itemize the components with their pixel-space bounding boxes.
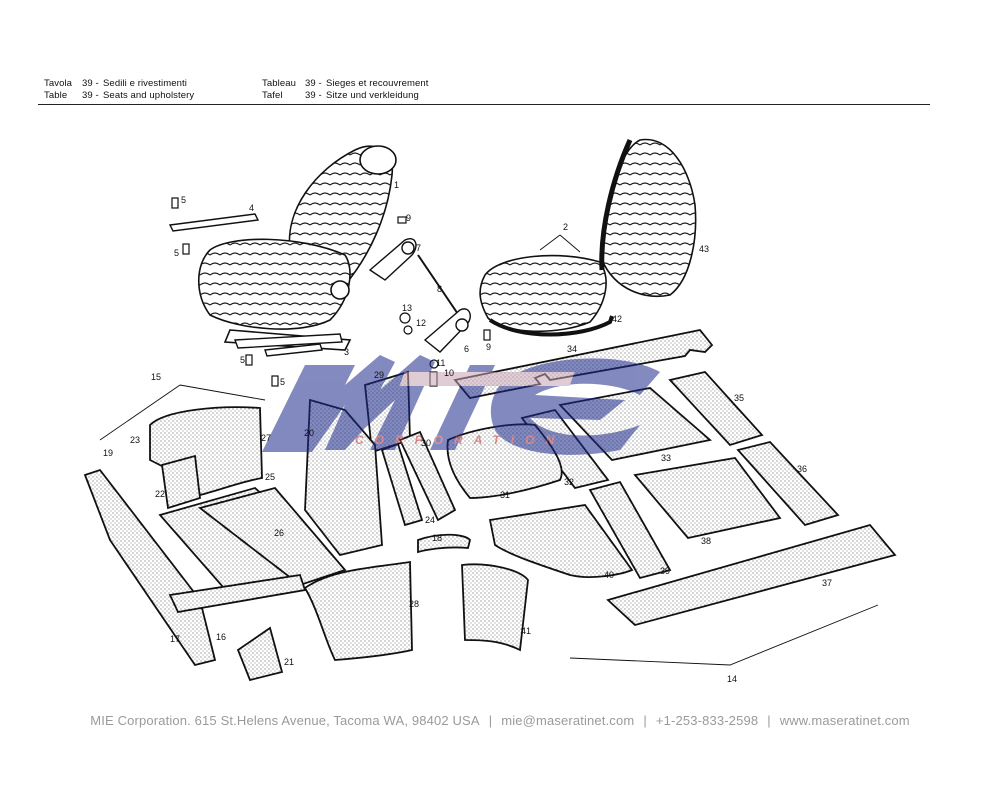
seat-bracket-parts: [368, 238, 471, 353]
part-number-label: 8: [437, 284, 442, 294]
part-number-label: 39: [660, 566, 670, 576]
part-number-label: 32: [564, 477, 574, 487]
seat-cover-cushion: [479, 254, 614, 337]
part-number-label: 13: [402, 303, 412, 313]
header-italian-title: Sedili e rivestimenti: [103, 78, 187, 89]
part-number-label: 9: [406, 213, 411, 223]
part-number-label: 25: [265, 472, 275, 482]
header-english-number: 39 -: [82, 90, 99, 101]
part-number-label: 19: [103, 448, 113, 458]
header-english-title: Seats and upholstery: [103, 90, 195, 101]
carpet-panels: [83, 329, 897, 682]
seat-cover-backrest: [599, 138, 697, 297]
part-number-label: 5: [181, 195, 186, 205]
header-italian-label: Tavola: [44, 78, 73, 89]
part-number-label: 5: [280, 377, 285, 387]
footer-website[interactable]: www.maseratinet.com: [779, 713, 910, 728]
part-number-label: 2: [563, 222, 568, 232]
part-number-label: 34: [567, 344, 577, 354]
part-number-label: 14: [727, 674, 737, 684]
header-italian-number: 39 -: [82, 78, 99, 89]
part-number-label: 12: [416, 318, 426, 328]
part-number-label: 21: [284, 657, 294, 667]
watermark-subtext: CORPORATION: [355, 433, 565, 447]
header-french-number: 39 -: [305, 78, 322, 89]
part-number-label: 36: [797, 464, 807, 474]
mie-watermark: CORPORATION: [262, 355, 660, 455]
footer-contact-bar: MIE Corporation. 615 St.Helens Avenue, T…: [0, 713, 1000, 728]
footer-company-address: MIE Corporation. 615 St.Helens Avenue, T…: [90, 713, 480, 728]
part-number-label: 35: [734, 393, 744, 403]
part-number-label: 15: [151, 372, 161, 382]
footer-phone[interactable]: +1-253-833-2598: [655, 713, 759, 728]
header-french-title: Sieges et recouvrement: [326, 78, 429, 89]
header-german-label: Tafel: [262, 90, 283, 101]
part-number-label: 5: [174, 248, 179, 258]
header-english-label: Table: [44, 90, 68, 101]
part-number-label: 42: [612, 314, 622, 324]
part-number-label: 22: [155, 489, 165, 499]
part-number-label: 26: [274, 528, 284, 538]
part-number-label: 20: [304, 428, 314, 438]
part-number-label: 28: [409, 599, 419, 609]
part-number-label: 41: [521, 626, 531, 636]
part-number-label: 37: [822, 578, 832, 588]
seat-rail-parts: [168, 213, 343, 357]
part-number-label: 23: [130, 435, 140, 445]
part-number-label: 6: [464, 344, 469, 354]
seat-assembly: [198, 145, 397, 351]
part-number-label: 11: [436, 358, 445, 368]
part-number-label: 5: [240, 355, 245, 365]
footer-separator: |: [488, 713, 493, 728]
header-german-title: Sitze und verkleidung: [326, 90, 419, 101]
footer-email[interactable]: mie@maseratinet.com: [501, 713, 635, 728]
part-number-label: 9: [486, 342, 491, 352]
part-number-label: 38: [701, 536, 711, 546]
part-number-label: 10: [444, 368, 454, 378]
part-number-label: 3: [344, 347, 349, 357]
part-number-label: 33: [661, 453, 671, 463]
part-number-label: 16: [216, 632, 226, 642]
footer-separator: |: [643, 713, 647, 728]
part-number-label: 18: [432, 533, 442, 543]
part-number-label: 29: [374, 370, 384, 380]
header-divider: [38, 104, 930, 105]
part-number-label: 30: [421, 438, 431, 448]
footer-separator: |: [767, 713, 771, 728]
header-german-number: 39 -: [305, 90, 322, 101]
part-number-label: 27: [261, 433, 271, 443]
part-number-label: 43: [699, 244, 709, 254]
part-number-label: 40: [604, 570, 614, 580]
part-number-label: 1: [394, 180, 399, 190]
part-number-labels: 1234555567899101112131415161718192021222…: [103, 180, 832, 684]
part-number-label: 17: [170, 634, 180, 644]
part-number-label: 31: [500, 490, 510, 500]
leader-lines: [99, 234, 879, 666]
header-french-label: Tableau: [262, 78, 296, 89]
part-number-label: 4: [249, 203, 254, 213]
part-number-label: 24: [425, 515, 435, 525]
part-number-label: 7: [416, 243, 421, 253]
